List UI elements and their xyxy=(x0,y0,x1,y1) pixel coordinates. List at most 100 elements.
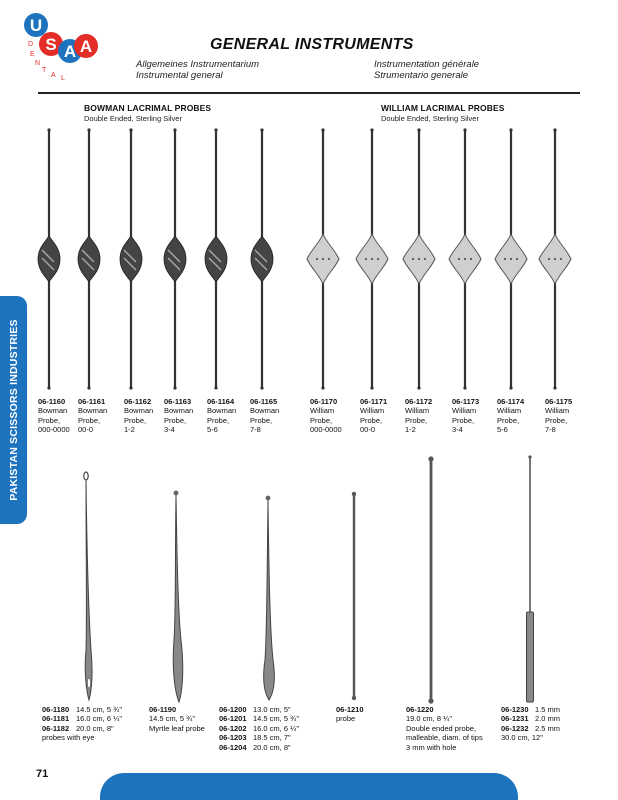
item-description-line: 5-6 xyxy=(207,425,218,435)
item-row: 06-1190 xyxy=(149,705,205,714)
section-title-bowman: BOWMAN LACRIMAL PROBES xyxy=(84,103,212,113)
item-size: 2.5 mm xyxy=(535,723,561,733)
item-description-line: Probe, xyxy=(545,415,568,425)
logo-letter-u-circle xyxy=(24,13,48,37)
item-description-line: William xyxy=(497,406,522,416)
subtitle-german: Allgemeines Instrumentarium xyxy=(136,59,260,70)
item-row: 06-1203 18.5 cm, 7" xyxy=(219,733,299,742)
top-probe-illustration xyxy=(163,128,187,390)
item-row: 06-1220 xyxy=(406,705,483,714)
item-size: 18.5 cm, 7" xyxy=(253,733,291,743)
item-code: 06-1170 xyxy=(310,397,338,406)
item-description-line: 7-8 xyxy=(250,425,261,435)
item-note: probe xyxy=(336,714,356,724)
item-description-line: 3-4 xyxy=(452,425,463,435)
logo-tagline-letter: T xyxy=(42,67,48,74)
item-description-line: Probe, xyxy=(78,415,101,425)
item-size: 20.0 cm, 8" xyxy=(253,742,291,752)
section-subtitle-william: Double Ended, Sterling Silver xyxy=(381,114,479,123)
top-probe-illustration xyxy=(37,128,61,390)
item-description-line: 5-6 xyxy=(497,425,508,435)
item-description-line: Probe, xyxy=(405,415,428,425)
item-row: 06-1231 2.0 mm xyxy=(501,714,560,723)
item-size: 16.0 cm, 6 ¼" xyxy=(253,723,300,733)
item-code: 06-1231 xyxy=(501,714,529,724)
item-code: 06-1161 xyxy=(78,397,106,406)
item-description-line: 00-0 xyxy=(78,425,94,435)
item-code: 06-1203 xyxy=(219,733,247,743)
item-description-line: William xyxy=(545,406,570,416)
subtitle-french: Instrumentation générale xyxy=(374,59,480,70)
item-note: probes with eye xyxy=(42,733,95,743)
item-code: 06-1160 xyxy=(38,397,66,406)
item-size: 2.0 mm xyxy=(535,714,561,724)
logo-letter-a2: A xyxy=(80,37,92,56)
item-code: 06-1201 xyxy=(219,714,247,724)
bottom-probe-illustration xyxy=(172,490,184,704)
item-description-line: 1-2 xyxy=(405,425,416,435)
top-probe-illustration xyxy=(494,128,528,390)
bottom-probe-illustration xyxy=(428,456,434,704)
item-note: Myrtle leaf probe xyxy=(149,723,205,733)
section-title-william: WILLIAM LACRIMAL PROBES xyxy=(381,103,505,113)
top-probe-illustration xyxy=(402,128,436,390)
top-probe-illustration xyxy=(355,128,389,390)
item-code: 06-1181 xyxy=(42,714,70,724)
item-code: 06-1210 xyxy=(336,705,364,714)
top-probe-illustration xyxy=(306,128,340,390)
item-code: 06-1220 xyxy=(406,705,434,714)
item-code: 06-1200 xyxy=(219,705,247,714)
logo-letter-s: S xyxy=(45,35,56,54)
logo-tagline-letter: L xyxy=(61,75,67,82)
item-description-line: Probe, xyxy=(360,415,383,425)
subtitle-italian: Strumentario generale xyxy=(374,70,468,81)
item-note: 19.0 cm, 8 ¼" xyxy=(406,714,453,724)
sidebar-tab xyxy=(0,296,27,524)
bottom-probe-illustration xyxy=(83,471,93,702)
item-description-line: Bowman xyxy=(38,406,68,416)
item-description-line: 00-0 xyxy=(360,425,376,435)
page-title: GENERAL INSTRUMENTS xyxy=(210,36,414,53)
item-code: 06-1182 xyxy=(42,723,70,733)
top-probe-illustration xyxy=(538,128,572,390)
top-probe-illustration xyxy=(448,128,482,390)
top-probe-illustration xyxy=(119,128,143,390)
item-row: 06-1182 20.0 cm, 8" xyxy=(42,724,122,733)
logo-tagline-letter: D xyxy=(28,41,35,48)
bottom-probe-illustration xyxy=(351,491,357,701)
item-description-line: William xyxy=(310,406,335,416)
section-subtitle-bowman: Double Ended, Sterling Silver xyxy=(84,114,182,123)
item-code: 06-1162 xyxy=(124,397,152,406)
item-code: 06-1175 xyxy=(545,397,573,406)
item-description-line: Probe, xyxy=(310,415,333,425)
item-description-line: Bowman xyxy=(124,406,154,416)
item-code: 06-1180 xyxy=(42,705,70,714)
item-size: 14.5 cm, 5 ¾" xyxy=(253,714,300,724)
item-description-line: Probe, xyxy=(124,415,147,425)
item-size: 16.0 cm, 6 ¼" xyxy=(76,714,123,724)
item-code: 06-1232 xyxy=(501,723,529,733)
item-size: 20.0 cm, 8" xyxy=(76,723,114,733)
footer-bar xyxy=(100,773,518,800)
item-row: 06-1210 xyxy=(336,705,370,714)
bottom-probe-illustration xyxy=(526,455,534,703)
bottom-probe-illustration xyxy=(263,495,275,701)
item-code: 06-1172 xyxy=(405,397,433,406)
item-description-line: Probe, xyxy=(452,415,475,425)
